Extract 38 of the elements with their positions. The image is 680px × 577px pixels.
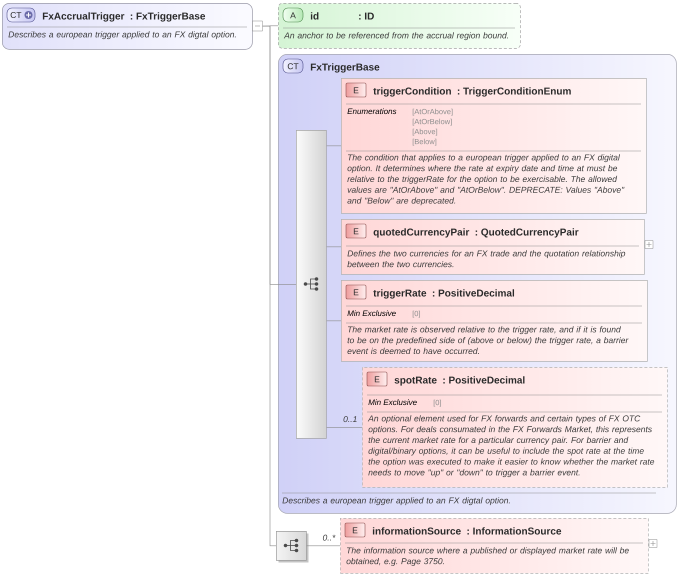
description: An anchor to be referenced from the accrual region bound. [284,32,508,40]
description: The market rate is observed relative to the trigger rate, and if it is found to be on the predefined side of (above or below) the trigger rate, a barrier event is deemed to have occurred. [347,326,629,354]
facet-label: Enumerations [347,108,396,114]
kind-badge: E [366,372,388,386]
description: The condition that applies to a european trigger applied to an FX digital option. It determines where the rate at expiry date and time at must be relative to the triggerRate for the option to be exercisable. The allowed values are "AtOrAbove" and "AtOrBelow". DEPRECATE: Values "Above" and "Below" are deprecated. [347,154,624,206]
data-type: : ID [359,12,374,20]
facet-label: Min Exclusive [347,310,396,316]
element-name: triggerCondition [373,87,451,97]
element-name: spotRate [394,376,437,386]
description: The information source where a published or displayed market rate will be obtained, e.g. Page 3750. [346,547,629,566]
description: An optional element used for FX forwards and certain types of FX OTC options. For deals consumated in the FX Forwards Market, this represents the current market rate for a particular currency pair. For barrier and digital/binary options, it can be useful to include the spot rate at the time the option was executed to make it easier to know whether the market rate needs to move "up" or "down" to trigger a barrier event. [368,415,654,478]
kind-badge: E [344,522,366,538]
element-name: informationSource [372,527,461,535]
element-name: triggerRate [373,289,426,299]
type-name: FxAccrualTrigger [42,12,124,22]
data-type: : PositiveDecimal [432,289,514,297]
connector [326,427,362,428]
kind-badge: E [346,284,366,300]
data-type: : QuotedCurrencyPair [476,228,578,238]
description: Defines the two currencies for an FX trade and the quotation relationship between the two currencies. [347,250,626,268]
kind-badge: E [346,82,366,98]
attribute-name: id [310,12,318,20]
kind-badge: A [282,8,304,22]
data-type: : FxTriggerBase [130,12,206,22]
type-name: FxTriggerBase [310,63,380,73]
data-type: : PositiveDecimal [443,376,524,384]
kind-badge: E [346,224,366,238]
description: Describes a european trigger applied to an FX digtal option. [282,497,510,506]
edge-label: 0..* [322,534,336,541]
kind-badge: CT [282,58,304,74]
data-type: : TriggerConditionEnum [458,87,571,97]
data-type: : InformationSource [467,527,562,535]
connector [326,246,342,248]
edge-label: 0..1 [344,416,357,422]
element-name: quotedCurrencyPair [374,228,470,238]
description: Describes a european trigger applied to an FX digtal option. [8,31,236,40]
facet-label: Min Exclusive [368,399,417,406]
connector [326,320,342,322]
